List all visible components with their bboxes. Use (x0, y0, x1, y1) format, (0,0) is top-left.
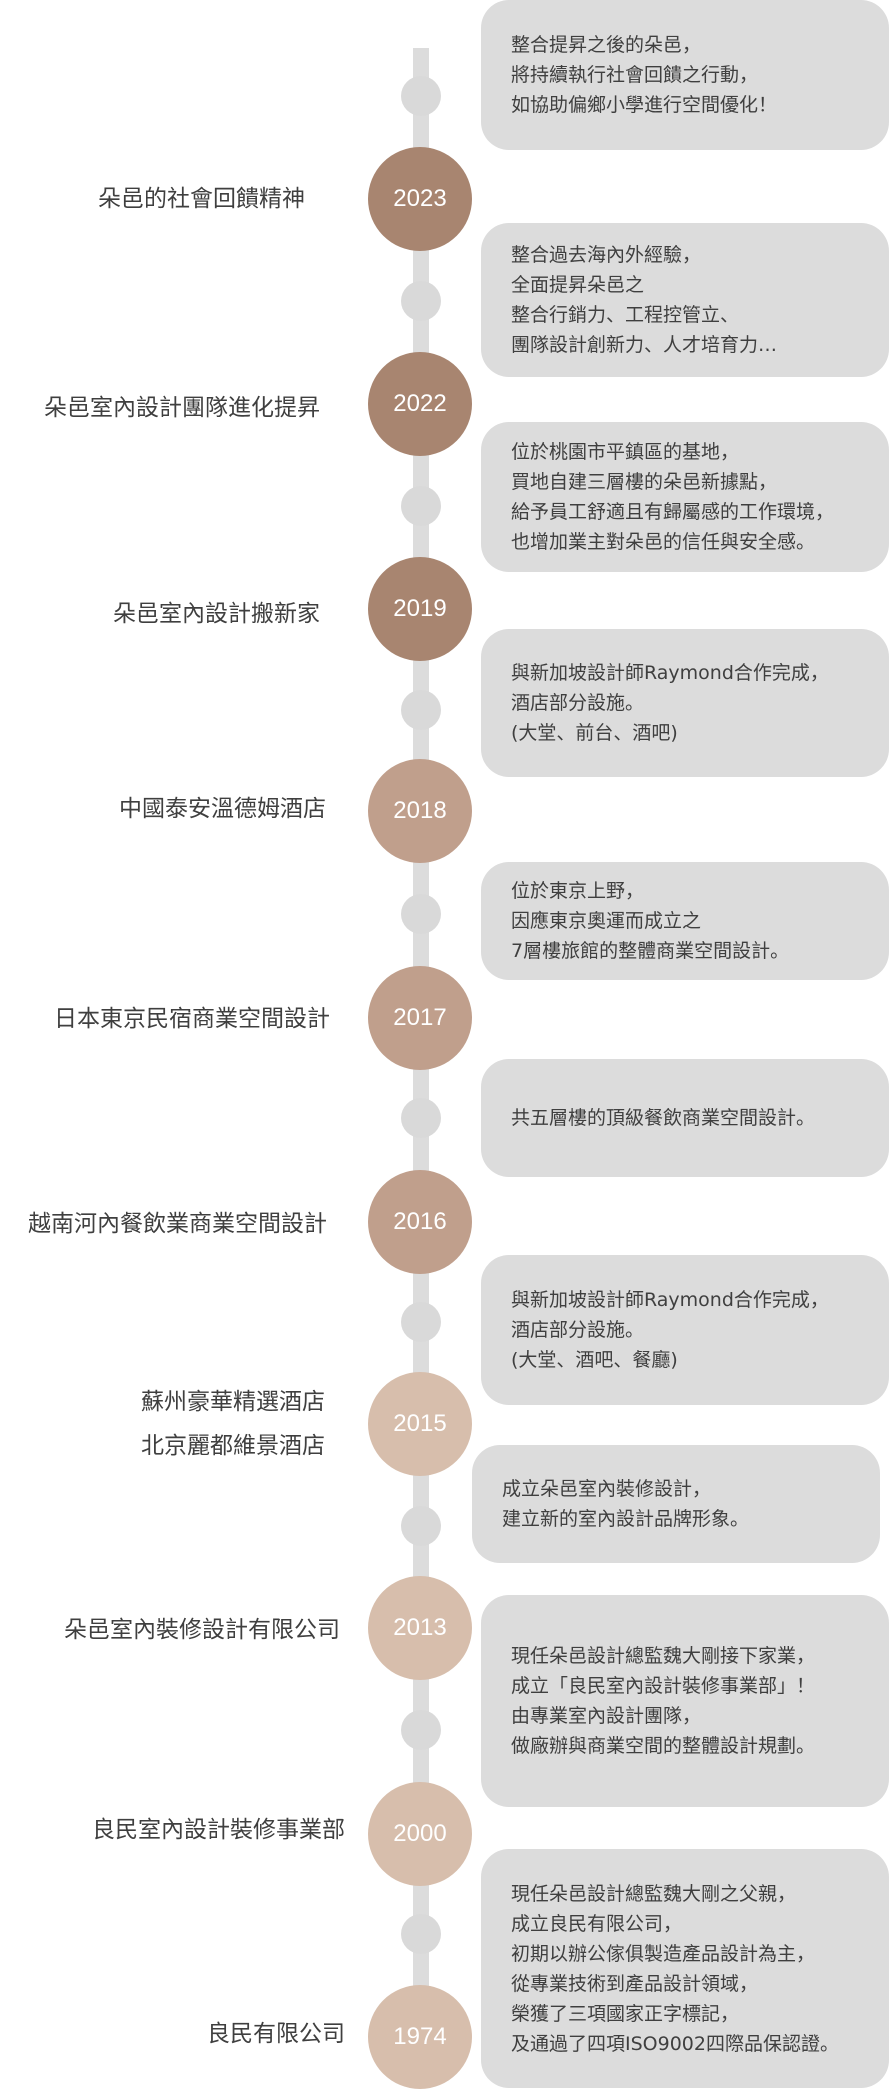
desc-line: 由專業室內設計團隊， (511, 1705, 702, 1727)
desc-line: 酒店部分設施。 (511, 692, 645, 714)
desc-line: 整合過去海內外經驗， (511, 244, 702, 266)
year-circle: 2015 (368, 1372, 472, 1476)
milestone-title: 良民室內設計裝修事業部 (92, 1817, 345, 1843)
year-circle: 2018 (368, 759, 472, 863)
desc-line: 因應東京奧運而成立之 (511, 910, 702, 932)
timeline-dot (401, 76, 441, 116)
year-circle: 2023 (368, 147, 472, 251)
year-circle: 2017 (368, 966, 472, 1070)
timeline-dot (401, 1302, 441, 1342)
desc-line: 也增加業主對朵邑的信任與安全感。 (511, 531, 816, 553)
description-box: 成立朵邑室內裝修設計， 建立新的室內設計品牌形象。 (472, 1445, 880, 1563)
timeline-dot (401, 690, 441, 730)
desc-line: 位於桃園市平鎮區的基地， (511, 441, 740, 463)
desc-line: 整合提昇之後的朵邑， (511, 34, 702, 56)
desc-line: 成立良民有限公司， (511, 1912, 683, 1935)
desc-line: 如協助偏鄉小學進行空間優化！ (511, 94, 778, 116)
desc-line: 初期以辦公傢俱製造產品設計為主， (511, 1942, 816, 1965)
description-box: 現任朵邑設計總監魏大剛接下家業， 成立「良民室內設計裝修事業部」！ 由專業室內設… (481, 1595, 889, 1807)
desc-line: 做廠辦與商業空間的整體設計規劃。 (511, 1735, 816, 1757)
desc-line: 酒店部分設施。 (511, 1319, 645, 1341)
desc-line: 共五層樓的頂級餐飲商業空間設計。 (511, 1107, 816, 1129)
description-box: 共五層樓的頂級餐飲商業空間設計。 (481, 1059, 889, 1177)
desc-line: 買地自建三層樓的朵邑新據點， (511, 471, 778, 493)
milestone-title: 良民有限公司 (207, 2021, 345, 2047)
milestone-title: 中國泰安溫德姆酒店 (119, 796, 326, 822)
timeline-dot (401, 486, 441, 526)
year-circle: 2022 (368, 352, 472, 456)
timeline-dot (401, 1098, 441, 1138)
timeline-dot (401, 1710, 441, 1750)
description-box: 整合提昇之後的朵邑， 將持續執行社會回饋之行動， 如協助偏鄉小學進行空間優化！ (481, 0, 889, 150)
desc-line: 現任朵邑設計總監魏大剛接下家業， (511, 1645, 816, 1667)
timeline-dot (401, 1506, 441, 1546)
year-circle: 2013 (368, 1576, 472, 1680)
desc-line: 及通過了四項ISO9002四際品保認證。 (511, 2032, 839, 2055)
timeline-dot (401, 1914, 441, 1954)
description-box: 現任朵邑設計總監魏大剛之父親， 成立良民有限公司， 初期以辦公傢俱製造產品設計為… (481, 1849, 889, 2088)
milestone-title: 朵邑的社會回饋精神 (98, 186, 305, 212)
desc-line: 整合行銷力、工程控管立、 (511, 304, 740, 326)
desc-line: 團隊設計創新力、人才培育力… (511, 334, 778, 356)
desc-line: 全面提昇朵邑之 (511, 274, 645, 296)
desc-line: 與新加坡設計師Raymond合作完成， (511, 1289, 829, 1311)
description-box: 整合過去海內外經驗， 全面提昇朵邑之 整合行銷力、工程控管立、 團隊設計創新力、… (481, 223, 889, 377)
desc-line: 榮獲了三項國家正字標記， (511, 2002, 740, 2025)
milestone-title: 蘇州豪華精選酒店 北京麗都維景酒店 (141, 1389, 325, 1459)
desc-line: 成立朵邑室內裝修設計， (502, 1478, 712, 1500)
milestone-title: 朵邑室內設計團隊進化提昇 (44, 395, 320, 421)
desc-line: 7層樓旅館的整體商業空間設計。 (511, 940, 790, 962)
description-box: 位於東京上野， 因應東京奧運而成立之 7層樓旅館的整體商業空間設計。 (481, 862, 889, 980)
timeline-dot (401, 894, 441, 934)
year-circle: 2000 (368, 1782, 472, 1886)
desc-line: (大堂、酒吧、餐廳) (511, 1349, 678, 1371)
description-box: 與新加坡設計師Raymond合作完成， 酒店部分設施。 (大堂、酒吧、餐廳) (481, 1255, 889, 1405)
desc-line: 將持續執行社會回饋之行動， (511, 64, 759, 86)
milestone-title: 朵邑室內裝修設計有限公司 (64, 1617, 340, 1643)
description-box: 與新加坡設計師Raymond合作完成， 酒店部分設施。 (大堂、前台、酒吧) (481, 629, 889, 777)
desc-line: 位於東京上野， (511, 880, 645, 902)
desc-line: (大堂、前台、酒吧) (511, 722, 678, 744)
milestone-title: 越南河內餐飲業商業空間設計 (28, 1211, 327, 1237)
description-box: 位於桃園市平鎮區的基地， 買地自建三層樓的朵邑新據點， 給予員工舒適且有歸屬感的… (481, 422, 889, 572)
year-circle: 1974 (368, 1985, 472, 2089)
year-circle: 2019 (368, 557, 472, 661)
desc-line: 給予員工舒適且有歸屬感的工作環境， (511, 501, 835, 523)
year-circle: 2016 (368, 1170, 472, 1274)
desc-line: 與新加坡設計師Raymond合作完成， (511, 662, 829, 684)
desc-line: 從專業技術到產品設計領域， (511, 1972, 759, 1995)
desc-line: 建立新的室內設計品牌形象。 (502, 1508, 750, 1530)
desc-line: 成立「良民室內設計裝修事業部」！ (511, 1675, 816, 1697)
milestone-title: 朵邑室內設計搬新家 (113, 601, 320, 627)
desc-line: 現任朵邑設計總監魏大剛之父親， (511, 1882, 797, 1905)
milestone-title: 日本東京民宿商業空間設計 (54, 1006, 330, 1032)
timeline-dot (401, 281, 441, 321)
